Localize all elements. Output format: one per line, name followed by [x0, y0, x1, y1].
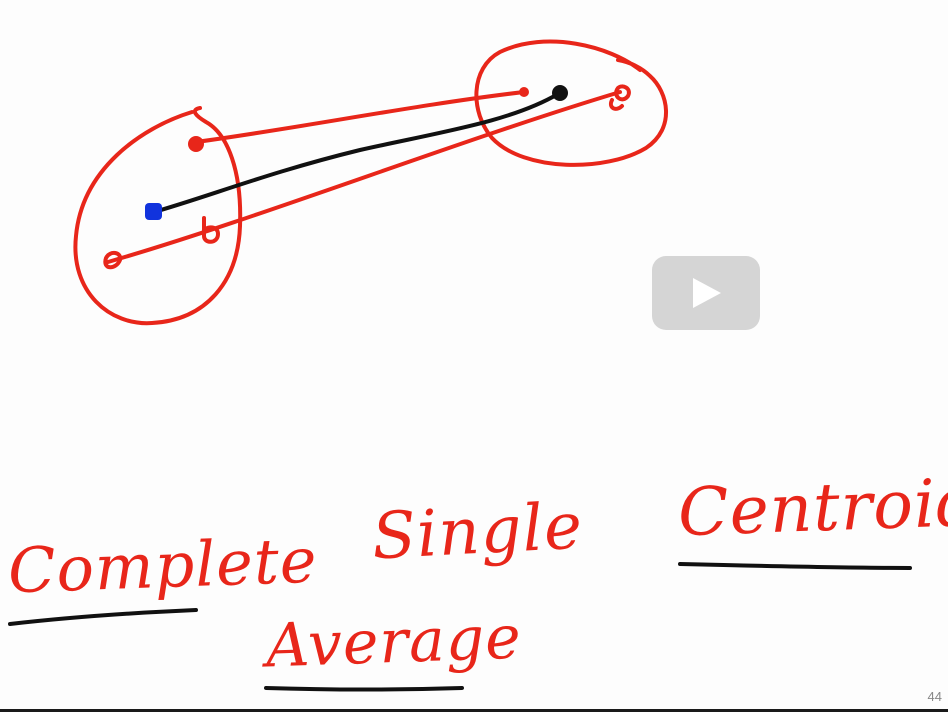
upper-link-line — [194, 90, 526, 144]
left-point-top — [188, 136, 204, 152]
average-underline — [264, 686, 464, 692]
right-cluster-circle — [474, 39, 668, 167]
play-icon — [693, 278, 721, 308]
linkage-label-centroid: Centroid — [676, 463, 948, 552]
centroid-link-line — [152, 92, 560, 214]
linkage-label-average: Average — [264, 602, 523, 682]
play-button[interactable] — [652, 256, 760, 330]
left-point-mid — [202, 216, 220, 244]
centroid-underline — [678, 562, 912, 570]
right-centroid-dot — [552, 85, 568, 101]
complete-underline — [8, 608, 198, 626]
linkage-label-single: Single — [370, 489, 585, 575]
lower-link-line — [106, 90, 622, 264]
linkage-label-complete: Complete — [6, 523, 319, 608]
bottom-border — [0, 709, 948, 712]
right-point-right — [609, 84, 631, 111]
left-cluster-circle — [73, 106, 243, 326]
page-number: 44 — [927, 689, 942, 704]
left-centroid-dot — [145, 203, 162, 220]
